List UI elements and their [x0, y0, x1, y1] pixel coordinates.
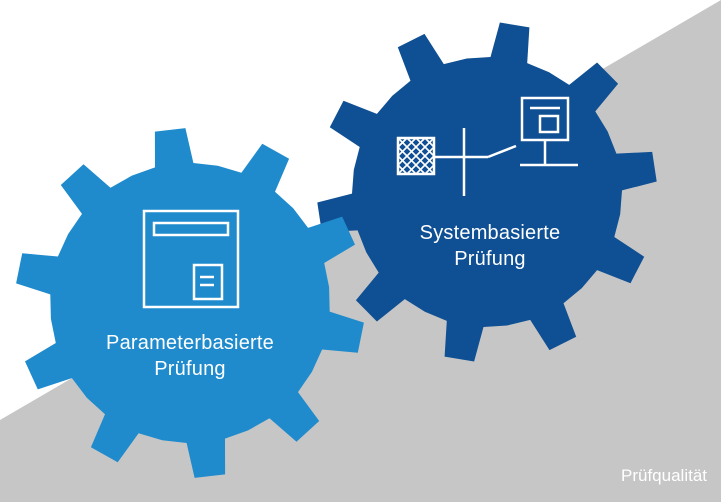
system-gear-label: Systembasierte Prüfung — [400, 220, 580, 272]
system-gear — [317, 22, 657, 362]
system-gear-label-line2: Prüfung — [454, 248, 526, 270]
parameter-gear-label-line1: Parameterbasierte — [106, 332, 274, 354]
parameter-gear — [16, 128, 364, 478]
system-network-icon — [396, 96, 578, 196]
parameter-gear-label: Parameterbasierte Prüfung — [80, 330, 300, 382]
parameter-gear-label-line2: Prüfung — [154, 358, 226, 380]
system-gear-label-line1: Systembasierte — [419, 222, 561, 244]
quality-label: Prüfqualität — [621, 466, 707, 485]
parameter-form-icon — [142, 209, 240, 309]
